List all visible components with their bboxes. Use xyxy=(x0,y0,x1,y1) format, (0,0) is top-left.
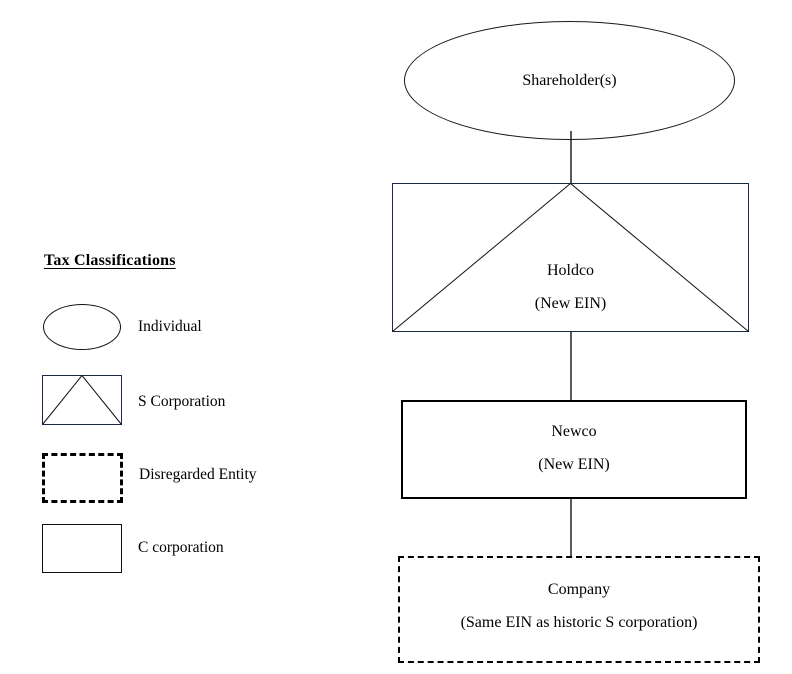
node-holdco-label: Holdco xyxy=(546,262,595,279)
node-newco-text: Newco (New EIN) xyxy=(403,424,745,473)
connector-shareholders-holdco xyxy=(570,131,572,184)
legend-item-label-s-corporation: S Corporation xyxy=(138,393,226,410)
legend-item-label-disregarded-entity: Disregarded Entity xyxy=(139,466,257,483)
node-company[interactable]: Company (Same EIN as historic S corporat… xyxy=(398,556,760,663)
legend-item-label-individual: Individual xyxy=(138,318,202,335)
legend-dashed-box-icon xyxy=(42,453,123,503)
legend-title: Tax Classifications xyxy=(44,252,176,269)
node-holdco-text: Holdco (New EIN) xyxy=(392,263,749,312)
node-holdco-sublabel: (New EIN) xyxy=(534,295,607,312)
node-newco-label: Newco xyxy=(551,423,597,440)
node-holdco[interactable]: Holdco (New EIN) xyxy=(392,183,749,332)
connector-holdco-newco xyxy=(570,332,572,401)
connector-newco-company xyxy=(570,499,572,557)
legend-s-corporation-icon xyxy=(42,374,122,425)
legend-ellipse-icon xyxy=(43,304,121,350)
node-shareholders-label: Shareholder(s) xyxy=(522,71,617,89)
node-company-text: Company (Same EIN as historic S corporat… xyxy=(400,582,758,631)
node-company-sublabel: (Same EIN as historic S corporation) xyxy=(460,614,698,631)
holdco-s-corporation-shape-svg xyxy=(392,183,749,332)
node-shareholders[interactable]: Shareholder(s) xyxy=(404,21,735,140)
legend-item-label-c-corporation: C corporation xyxy=(138,539,224,556)
node-company-label: Company xyxy=(547,581,611,598)
node-newco-sublabel: (New EIN) xyxy=(538,456,610,473)
node-newco[interactable]: Newco (New EIN) xyxy=(401,400,747,499)
s-corporation-shape-svg xyxy=(42,374,122,425)
legend-solid-box-icon xyxy=(42,524,122,573)
